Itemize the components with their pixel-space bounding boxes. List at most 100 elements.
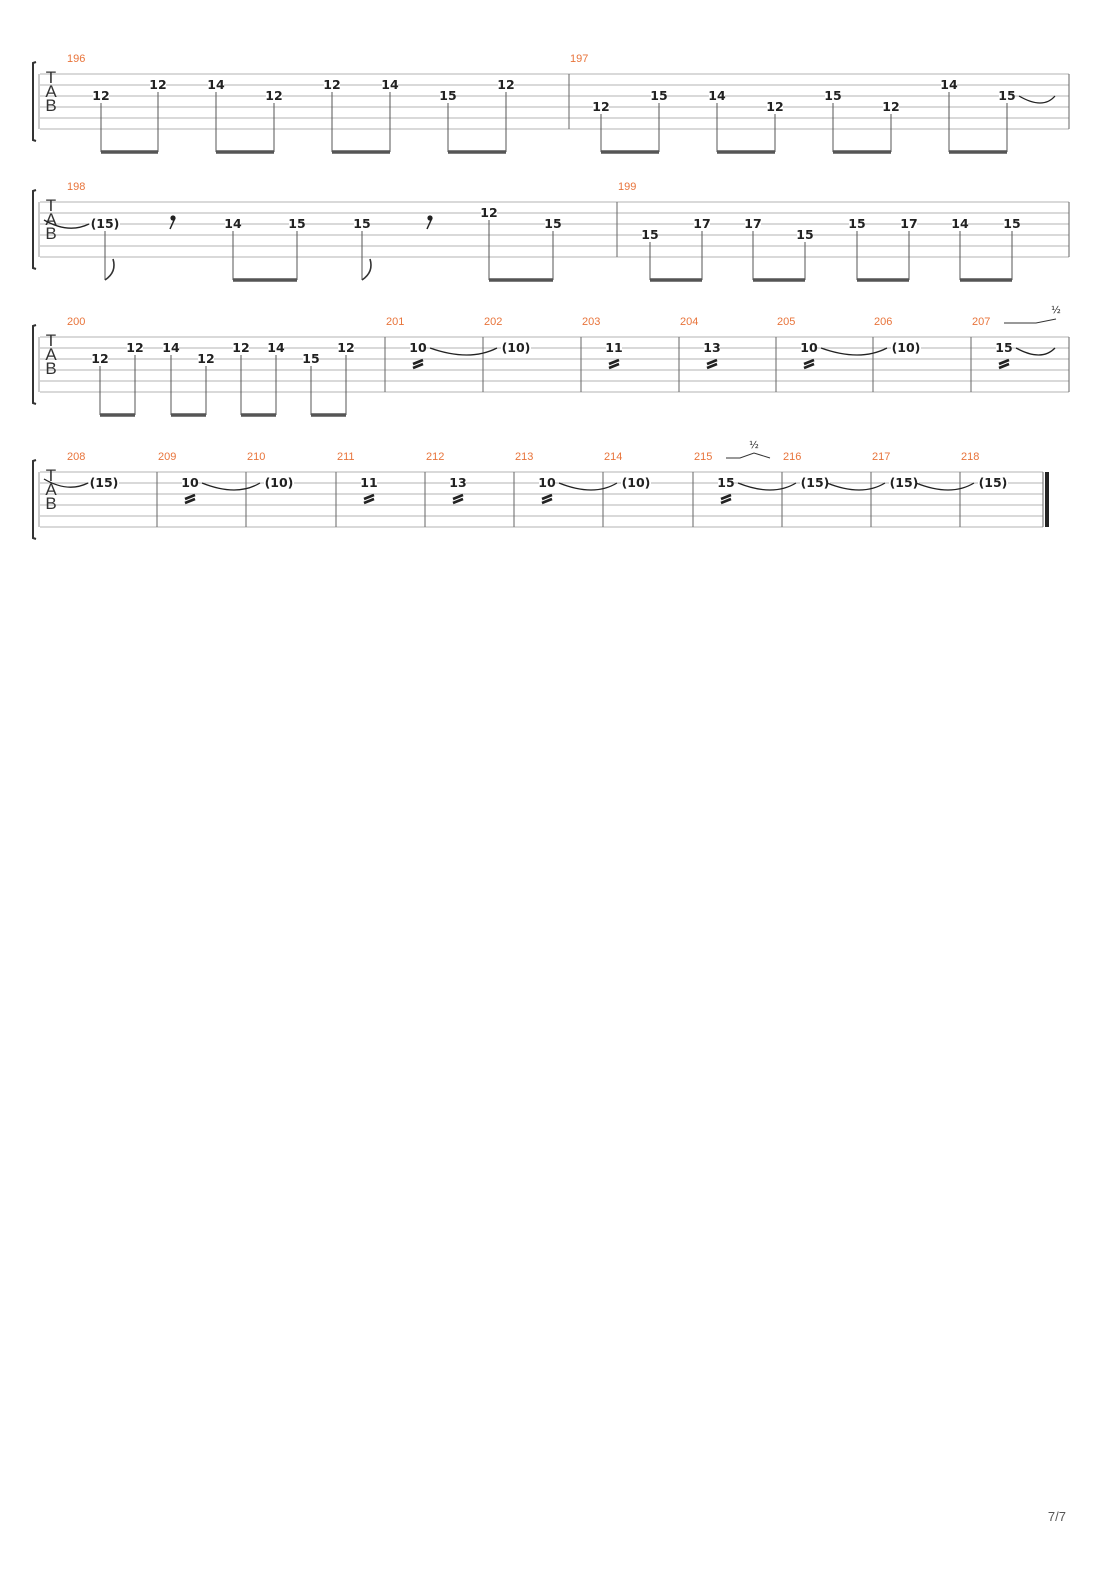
fret-number: 15 xyxy=(439,88,456,103)
tremolo-mark xyxy=(803,362,815,370)
tremolo-mark xyxy=(184,497,196,505)
tremolo-mark xyxy=(452,497,464,505)
fret-mask xyxy=(382,79,398,90)
fret-number: 15 xyxy=(302,351,319,366)
fret-mask xyxy=(539,477,555,488)
fret-mask xyxy=(264,477,294,488)
fret-mask xyxy=(481,207,497,218)
measure-number: 213 xyxy=(515,451,533,463)
fret-mask xyxy=(92,353,108,364)
fret-mask xyxy=(801,342,817,353)
measure-number: 196 xyxy=(67,53,85,65)
tremolo-mark xyxy=(363,493,375,501)
fret-number: 10 xyxy=(538,475,556,490)
fret-mask xyxy=(89,477,119,488)
fret-mask xyxy=(891,342,921,353)
fret-number: 13 xyxy=(449,475,466,490)
measure-208: 208(15) xyxy=(43,451,119,490)
measure-number: 201 xyxy=(386,316,404,328)
fret-mask xyxy=(704,342,720,353)
measure-216: 216(15) xyxy=(783,451,886,491)
system-bracket xyxy=(32,189,37,270)
system-bracket xyxy=(32,324,37,405)
fret-number: 12 xyxy=(337,340,354,355)
measure-202: 202(10) xyxy=(484,316,531,355)
fret-mask xyxy=(266,90,282,101)
bend-amount: ½ xyxy=(1051,304,1061,316)
fret-mask xyxy=(410,342,426,353)
fret-number: 12 xyxy=(91,351,108,366)
fret-mask xyxy=(996,342,1012,353)
fret-number: 14 xyxy=(224,216,242,231)
fret-mask xyxy=(545,218,561,229)
fret-number: 15 xyxy=(796,227,813,242)
fret-mask xyxy=(642,229,658,240)
measure-number: 212 xyxy=(426,451,444,463)
fret-number: 10 xyxy=(409,340,427,355)
fret-number: (15) xyxy=(890,475,919,490)
measure-210: 210(10) xyxy=(247,451,294,490)
tie-arc xyxy=(915,482,975,491)
fret-number: 17 xyxy=(900,216,917,231)
bend-amount: ½ xyxy=(749,439,759,451)
fret-mask xyxy=(999,90,1015,101)
fret-mask xyxy=(450,477,466,488)
fret-number: 12 xyxy=(497,77,514,92)
tie-arc xyxy=(737,482,797,491)
measure-number: 215 xyxy=(694,451,712,463)
tab-clef-letter: B xyxy=(45,224,56,243)
tie-arc xyxy=(43,219,90,229)
tab-clef-letter: T xyxy=(46,466,56,485)
fret-number: 10 xyxy=(181,475,199,490)
fret-number: 12 xyxy=(232,340,249,355)
fret-mask xyxy=(651,90,667,101)
measure-number: 218 xyxy=(961,451,979,463)
measure-201: 201 10 xyxy=(386,316,498,370)
fret-number: 15 xyxy=(998,88,1015,103)
fret-number: 17 xyxy=(693,216,710,231)
fret-mask xyxy=(593,101,609,112)
fret-mask xyxy=(233,342,249,353)
eighth-flag xyxy=(104,258,115,281)
measure-number: 203 xyxy=(582,316,600,328)
measure-number: 209 xyxy=(158,451,176,463)
fret-mask xyxy=(941,79,957,90)
tab-clef-letter: A xyxy=(45,345,57,364)
eighth-rest xyxy=(426,217,433,230)
measure-214: 214(10) xyxy=(604,451,651,490)
tie-arc xyxy=(1018,95,1056,104)
fret-number: 12 xyxy=(882,99,899,114)
tab-system-4: TAB208(15)20910210(10)211112121321310214… xyxy=(32,439,1049,540)
tab-clef-letter: B xyxy=(45,96,56,115)
tremolo-mark xyxy=(608,358,620,366)
measure-217: 217(15) xyxy=(872,451,975,491)
measure-number: 198 xyxy=(67,181,85,193)
tab-clef-letter: B xyxy=(45,359,56,378)
fret-mask xyxy=(182,477,198,488)
fret-mask xyxy=(978,477,1008,488)
fret-number: 14 xyxy=(267,340,285,355)
fret-mask xyxy=(225,218,241,229)
fret-mask xyxy=(361,477,377,488)
bend-line xyxy=(1004,318,1057,324)
fret-number: 15 xyxy=(650,88,667,103)
tremolo-mark xyxy=(541,493,553,501)
fret-mask xyxy=(90,218,120,229)
measure-number: 205 xyxy=(777,316,795,328)
measure-209: 209 10 xyxy=(158,451,261,505)
page-number: 7/7 xyxy=(1047,1509,1066,1524)
tremolo-mark xyxy=(998,358,1010,366)
tie-arc xyxy=(820,347,888,356)
fret-mask xyxy=(501,342,531,353)
fret-mask xyxy=(150,79,166,90)
tremolo-mark xyxy=(412,362,424,370)
measure-number: 214 xyxy=(604,451,622,463)
fret-mask xyxy=(324,79,340,90)
measure-number: 210 xyxy=(247,451,265,463)
